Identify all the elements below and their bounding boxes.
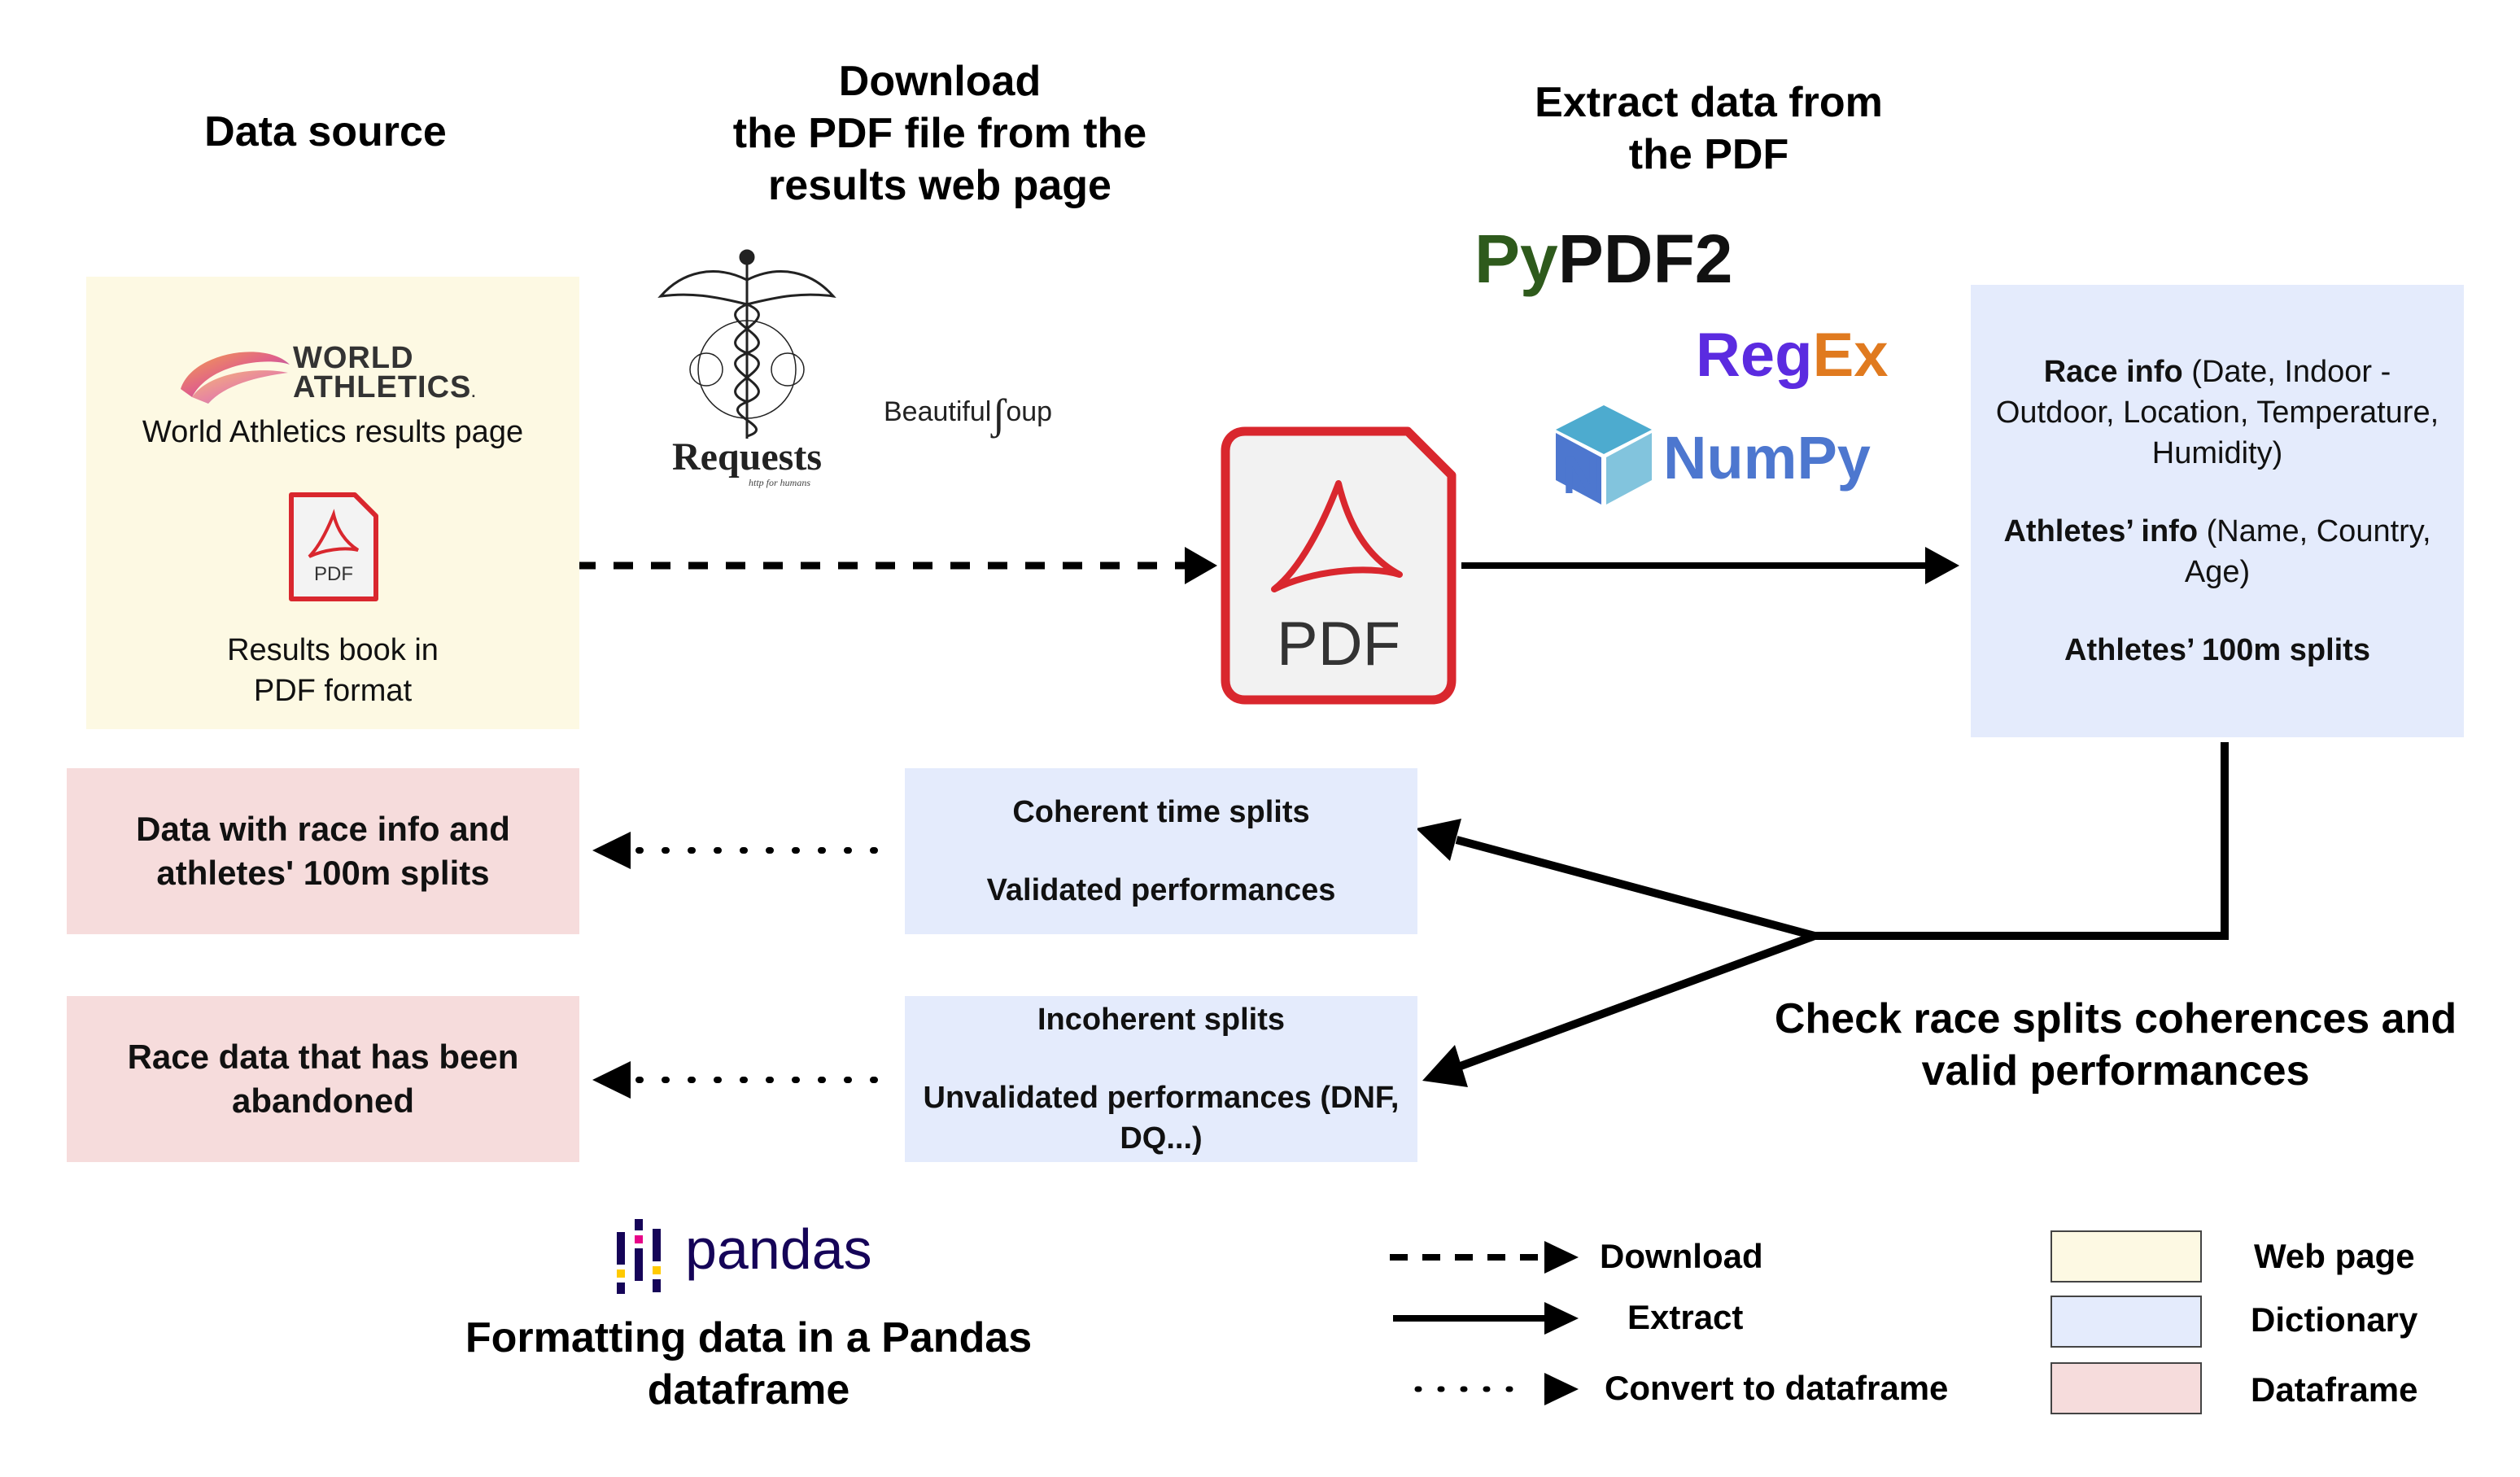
athletes-info-text: Athletes’ info (Name, Country, <box>2003 511 2430 552</box>
incoherent-line-1: Incoherent splits <box>1037 1003 1286 1037</box>
heading-formatting: Formatting data in a Pandas dataframe <box>423 1312 1074 1416</box>
numpy-wordmark: NumPy <box>1663 424 1871 492</box>
to-incoherent-arrow <box>1459 932 1816 1070</box>
to-coherent-arrow <box>1455 836 1816 940</box>
pdf-document-label: PDF <box>1277 610 1400 679</box>
legend-download-label: Download <box>1600 1237 1763 1275</box>
pandas-bars-icon <box>615 1217 669 1296</box>
heading-extract-line-2: the PDF <box>1628 131 1789 178</box>
wordmark-line-1: WORLD <box>293 341 414 375</box>
caduceus-icon <box>657 249 836 439</box>
legend-dictionary-label: Dictionary <box>2251 1300 2418 1339</box>
legend-dataframe-swatch <box>2051 1362 2202 1414</box>
heading-download-line-2: the PDF file from the <box>732 110 1147 157</box>
pdf-document-icon: PDF <box>1221 426 1457 705</box>
world-athletics-wordmark: WORLD ATHLETICS. <box>293 343 476 407</box>
dictionary-race-info-box: Race info (Date, Indoor - Outdoor, Locat… <box>1971 285 2464 737</box>
legend-convert-label: Convert to dataframe <box>1605 1369 1949 1407</box>
heading-extract: Extract data from the PDF <box>1465 76 1953 181</box>
results-page-label: World Athletics results page <box>142 415 524 449</box>
heading-extract-line-1: Extract data from <box>1535 79 1883 126</box>
race-info-title: Race info <box>2043 355 2183 389</box>
dataframe-abandoned-line-2: abandoned <box>231 1082 414 1120</box>
beautifulsoup-s-icon: ʃ <box>991 390 1007 439</box>
heading-formatting-line-1: Formatting data in a Pandas <box>465 1314 1033 1361</box>
beautifulsoup-part-2: oup <box>1006 396 1053 427</box>
incoherent-line-3: DQ...) <box>1120 1121 1203 1156</box>
athletes-info-title: Athletes’ info <box>2003 514 2199 548</box>
heading-download-line-3: results web page <box>768 162 1112 209</box>
pypdf2-logo: PyPDF2 <box>1474 218 1732 299</box>
numpy-cube-icon: N <box>1551 402 1657 508</box>
results-book-label: Results book in PDF format <box>86 630 579 711</box>
athletes-splits-text: Athletes’ 100m splits <box>2064 633 2370 667</box>
pypdf2-pdf: PDF2 <box>1557 221 1733 297</box>
coherent-line-1: Coherent time splits <box>1012 795 1310 829</box>
race-info-text: Race info (Date, Indoor - <box>2044 352 2391 392</box>
dataframe-valid-box: Data with race info and athletes' 100m s… <box>67 768 579 934</box>
beautifulsoup-logo: Beautifulʃoup <box>884 381 1053 439</box>
requests-tagline: http for humans <box>748 477 810 488</box>
heading-formatting-line-2: dataframe <box>647 1366 850 1414</box>
regex-logo: RegEx <box>1696 319 1889 392</box>
wordmark-line-2: ATHLETICS. <box>293 370 477 407</box>
world-athletics-logo-icon <box>176 340 298 405</box>
wordmark-line-2-text: ATHLETICS <box>293 370 472 404</box>
legend-extract-label: Extract <box>1627 1298 1744 1336</box>
incoherent-splits-box: Incoherent splits Unvalidated performanc… <box>905 996 1417 1162</box>
svg-text:N: N <box>1562 446 1600 505</box>
check-connector <box>1815 742 2229 940</box>
requests-logo: Requests http for humans <box>657 247 836 492</box>
pdf-file-icon: PDF <box>286 490 381 604</box>
dataframe-valid-line-1: Data with race info and <box>136 810 510 848</box>
heading-check-line-1: Check race splits coherences and <box>1774 995 2457 1042</box>
legend-web-page-label: Web page <box>2254 1237 2415 1275</box>
heading-data-source: Data source <box>204 108 447 155</box>
dataframe-abandoned-line-1: Race data that has been <box>127 1038 519 1076</box>
heading-download: Download the PDF file from the results w… <box>696 55 1184 212</box>
pandas-wordmark: pandas <box>685 1217 872 1281</box>
regex-ex: Ex <box>1812 321 1889 390</box>
requests-wordmark: Requests <box>671 435 822 478</box>
coherent-line-2: Validated performances <box>986 873 1336 907</box>
athletes-info-detail-1: (Name, Country, <box>2198 514 2431 548</box>
legend-web-page-swatch <box>2051 1230 2202 1283</box>
race-info-detail-1: (Date, Indoor - <box>2182 355 2391 389</box>
heading-check: Check race splits coherences and valid p… <box>1741 993 2490 1097</box>
legend-dataframe-label: Dataframe <box>2251 1370 2418 1409</box>
race-info-detail-3: Humidity) <box>2151 436 2283 470</box>
results-book-line-1: Results book in <box>227 633 439 667</box>
dataframe-valid-line-2: athletes' 100m splits <box>156 854 490 892</box>
coherent-splits-box: Coherent time splits Validated performan… <box>905 768 1417 934</box>
heading-check-line-2: valid performances <box>1921 1047 2310 1095</box>
beautifulsoup-part-1: Beautiful <box>884 396 992 427</box>
dataframe-abandoned-box: Race data that has been abandoned <box>67 996 579 1162</box>
athletes-info-detail-2: Age) <box>2184 555 2251 589</box>
race-info-detail-2: Outdoor, Location, Temperature, <box>1995 395 2439 430</box>
regex-reg: Reg <box>1696 321 1813 390</box>
results-book-line-2: PDF format <box>253 674 413 708</box>
legend-dictionary-swatch <box>2051 1296 2202 1348</box>
web-page-box: WORLD ATHLETICS. World Athletics results… <box>86 277 579 729</box>
incoherent-line-2: Unvalidated performances (DNF, <box>923 1081 1400 1115</box>
wordmark-mark: . <box>471 384 477 400</box>
heading-download-line-1: Download <box>838 58 1042 105</box>
pdf-file-icon-label: PDF <box>314 563 353 585</box>
pypdf2-py: Py <box>1474 221 1558 297</box>
